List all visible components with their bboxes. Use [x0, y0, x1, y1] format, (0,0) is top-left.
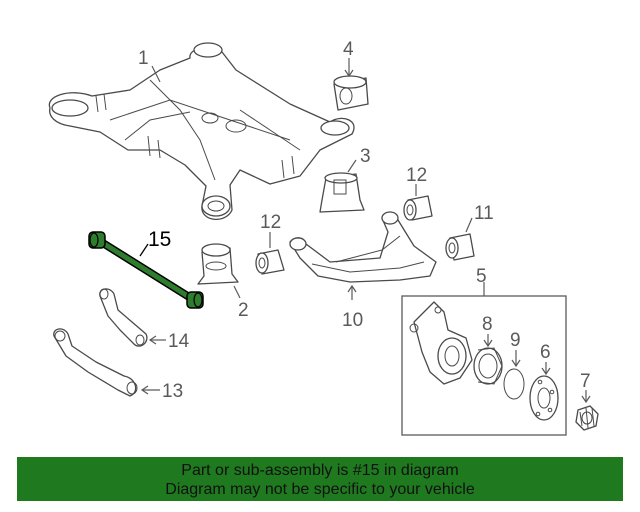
part-4-bushing[interactable]	[333, 75, 369, 111]
callout-13: 13	[162, 381, 183, 402]
callout-8: 8	[482, 314, 493, 335]
part-14-arm[interactable]	[99, 288, 148, 347]
part-1-subframe[interactable]	[48, 42, 355, 220]
part-10-control-arm[interactable]	[289, 211, 437, 283]
callout-9: 9	[510, 330, 521, 351]
callout-10: 10	[342, 310, 363, 331]
part-11-bushing[interactable]	[445, 233, 475, 261]
banner-line-1: Part or sub-assembly is #15 in diagram	[181, 462, 459, 479]
part-7-nut[interactable]	[575, 405, 599, 431]
callout-15: 15	[148, 228, 171, 251]
callout-11: 11	[474, 203, 494, 224]
callout-4: 4	[343, 39, 354, 60]
info-banner: Part or sub-assembly is #15 in diagram D…	[17, 457, 623, 501]
callout-7: 7	[580, 371, 591, 392]
banner-line-2: Diagram may not be specific to your vehi…	[165, 481, 475, 498]
callout-2: 2	[238, 300, 249, 321]
callout-12-right: 12	[406, 165, 427, 186]
part-5-hub-assembly[interactable]	[401, 295, 567, 436]
part-3-mount[interactable]	[319, 172, 365, 213]
callout-6: 6	[540, 342, 551, 363]
part-2-mount[interactable]	[197, 243, 239, 285]
part-12-bushing-right[interactable]	[403, 195, 433, 221]
callout-3: 3	[360, 146, 371, 167]
part-12-bushing-left[interactable]	[255, 249, 285, 275]
part-13-arm[interactable]	[53, 328, 138, 397]
callout-1: 1	[138, 48, 149, 69]
part-15-link[interactable]	[88, 231, 204, 309]
callout-14: 14	[168, 331, 190, 352]
callout-5: 5	[476, 266, 487, 287]
callout-12-left: 12	[260, 212, 281, 233]
